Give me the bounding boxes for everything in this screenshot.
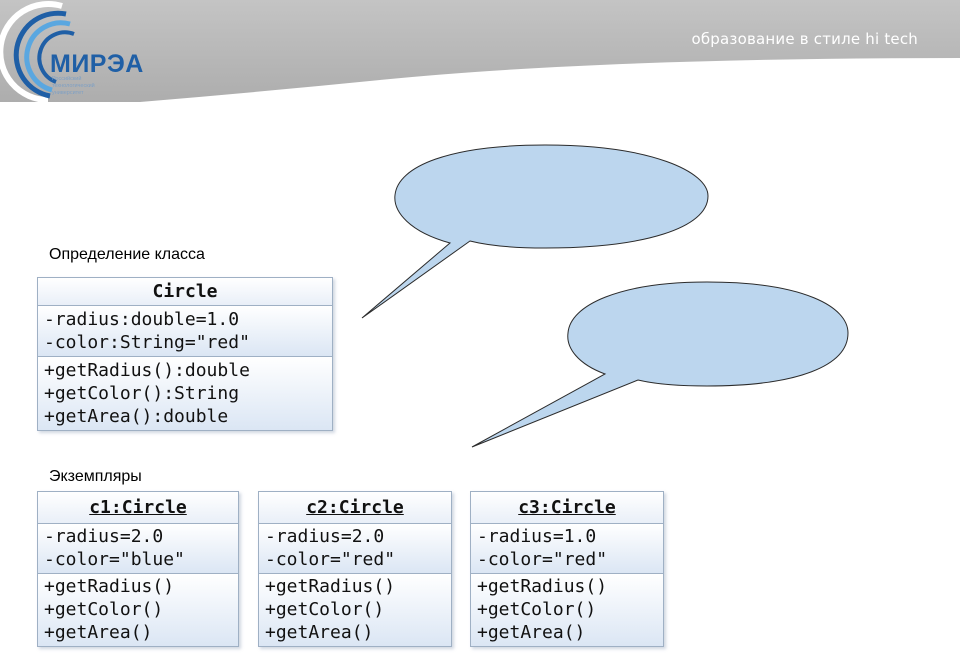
- class-method: +getArea():double: [44, 406, 229, 427]
- instance-attribute: -radius=1.0: [477, 526, 597, 547]
- class-attributes: -radius:double=1.0 -color:String="red": [38, 305, 332, 356]
- header-background: [0, 0, 960, 102]
- instance-methods: +getRadius() +getColor() +getArea(): [259, 573, 451, 646]
- mirea-logo: МИРЭА Российский технологический универс…: [0, 0, 170, 103]
- instance-method: +getArea(): [44, 622, 153, 643]
- logo-sub-line: Российский: [52, 76, 82, 82]
- instance-attribute: -color="blue": [44, 549, 185, 570]
- class-attribute: -color:String="red": [44, 332, 250, 353]
- logo-subtitle: Российский технологический университет: [52, 76, 132, 97]
- header-band: образование в стиле hi tech: [0, 0, 960, 102]
- instance-method: +getColor(): [44, 599, 164, 620]
- instance-method: +getRadius(): [477, 576, 608, 597]
- instance-box-c1: c1:Circle -radius=2.0 -color="blue" +get…: [37, 491, 239, 647]
- instance-attributes: -radius=1.0 -color="red": [471, 523, 663, 573]
- logo-sub-line: технологический: [52, 83, 95, 89]
- class-box-circle: Circle -radius:double=1.0 -color:String=…: [37, 277, 333, 431]
- speech-bubble-bottom: [471, 281, 849, 448]
- instance-attribute: -color="red": [477, 549, 608, 570]
- header-slogan: образование в стиле hi tech: [691, 30, 918, 48]
- instance-box-c2: c2:Circle -radius=2.0 -color="red" +getR…: [258, 491, 452, 647]
- logo-sub-line: университет: [52, 90, 84, 96]
- logo-name: МИРЭА: [50, 50, 144, 78]
- class-definition-label: Определение класса: [45, 246, 209, 264]
- instance-box-c3: c3:Circle -radius=1.0 -color="red" +getR…: [470, 491, 664, 647]
- instance-method: +getRadius(): [44, 576, 175, 597]
- logo-arcs-icon: [0, 1, 75, 103]
- instance-method: +getColor(): [265, 599, 385, 620]
- instance-method: +getColor(): [477, 599, 597, 620]
- instance-attribute: -radius=2.0: [44, 526, 164, 547]
- instance-attributes: -radius=2.0 -color="blue": [38, 523, 238, 573]
- instance-method: +getRadius(): [265, 576, 396, 597]
- instance-methods: +getRadius() +getColor() +getArea(): [38, 573, 238, 646]
- instance-attribute: -color="red": [265, 549, 396, 570]
- class-method: +getRadius():double: [44, 360, 250, 381]
- class-name: Circle: [38, 278, 332, 305]
- instance-method: +getArea(): [477, 622, 586, 643]
- instance-name: c2:Circle: [259, 492, 451, 523]
- instance-method: +getArea(): [265, 622, 374, 643]
- instance-methods: +getRadius() +getColor() +getArea(): [471, 573, 663, 646]
- class-method: +getColor():String: [44, 383, 240, 404]
- class-attribute: -radius:double=1.0: [44, 309, 240, 330]
- instance-name: c1:Circle: [38, 492, 238, 523]
- instance-attribute: -radius=2.0: [265, 526, 385, 547]
- instance-name: c3:Circle: [471, 492, 663, 523]
- class-methods: +getRadius():double +getColor():String +…: [38, 356, 332, 430]
- speech-bubble-top: [361, 144, 709, 319]
- instance-attributes: -radius=2.0 -color="red": [259, 523, 451, 573]
- instances-label: Экземпляры: [45, 468, 182, 486]
